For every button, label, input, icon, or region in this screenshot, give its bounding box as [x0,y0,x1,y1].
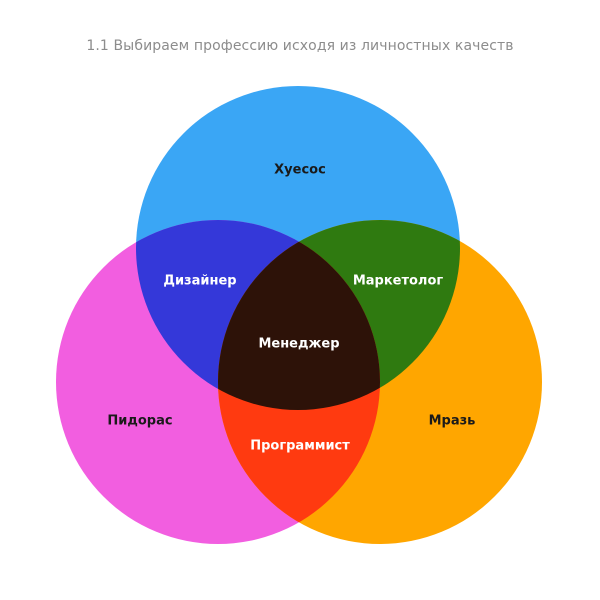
label-center: Менеджер [258,337,339,352]
overlap-center [218,220,380,410]
label-left-right: Программист [250,439,350,454]
label-right: Мразь [429,414,476,429]
page-title: 1.1 Выбираем профессию исходя из личност… [86,38,514,54]
label-top-right: Маркетолог [353,274,444,289]
label-top-left: Дизайнер [163,274,236,289]
label-left: Пидорас [107,414,172,429]
label-top: Хуесос [274,163,326,178]
